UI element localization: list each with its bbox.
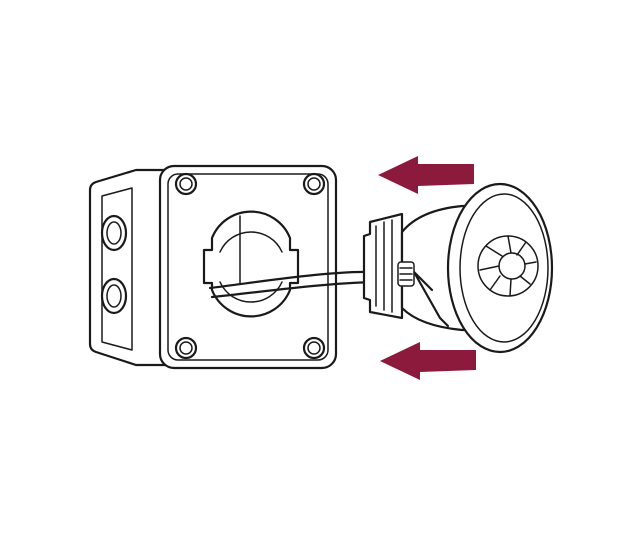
sensor-bezel-inner [459, 193, 549, 343]
side-knockout-bottom-inner [106, 284, 122, 308]
terminal-screw [397, 261, 415, 287]
opening-outline [202, 210, 300, 318]
terminal-block-ribs [375, 219, 393, 313]
box-front-bevel [167, 173, 329, 361]
screw-top-left [174, 172, 198, 196]
screw-bottom-right [302, 336, 326, 360]
fresnel-lens [477, 235, 539, 297]
side-knockout-top-inner [106, 221, 122, 245]
screw-bottom-left [174, 336, 198, 360]
sensor-terminal-block [362, 212, 404, 320]
arrow-top [378, 156, 474, 194]
junction-box [88, 164, 338, 370]
side-knockout-bottom [100, 277, 128, 315]
arrow-top-shape [378, 156, 474, 194]
box-opening [202, 210, 300, 318]
screw-top-right [302, 172, 326, 196]
arrow-bottom-shape [380, 342, 476, 380]
side-knockout-top [100, 214, 128, 252]
arrow-bottom [380, 342, 476, 380]
sensor [362, 182, 554, 354]
